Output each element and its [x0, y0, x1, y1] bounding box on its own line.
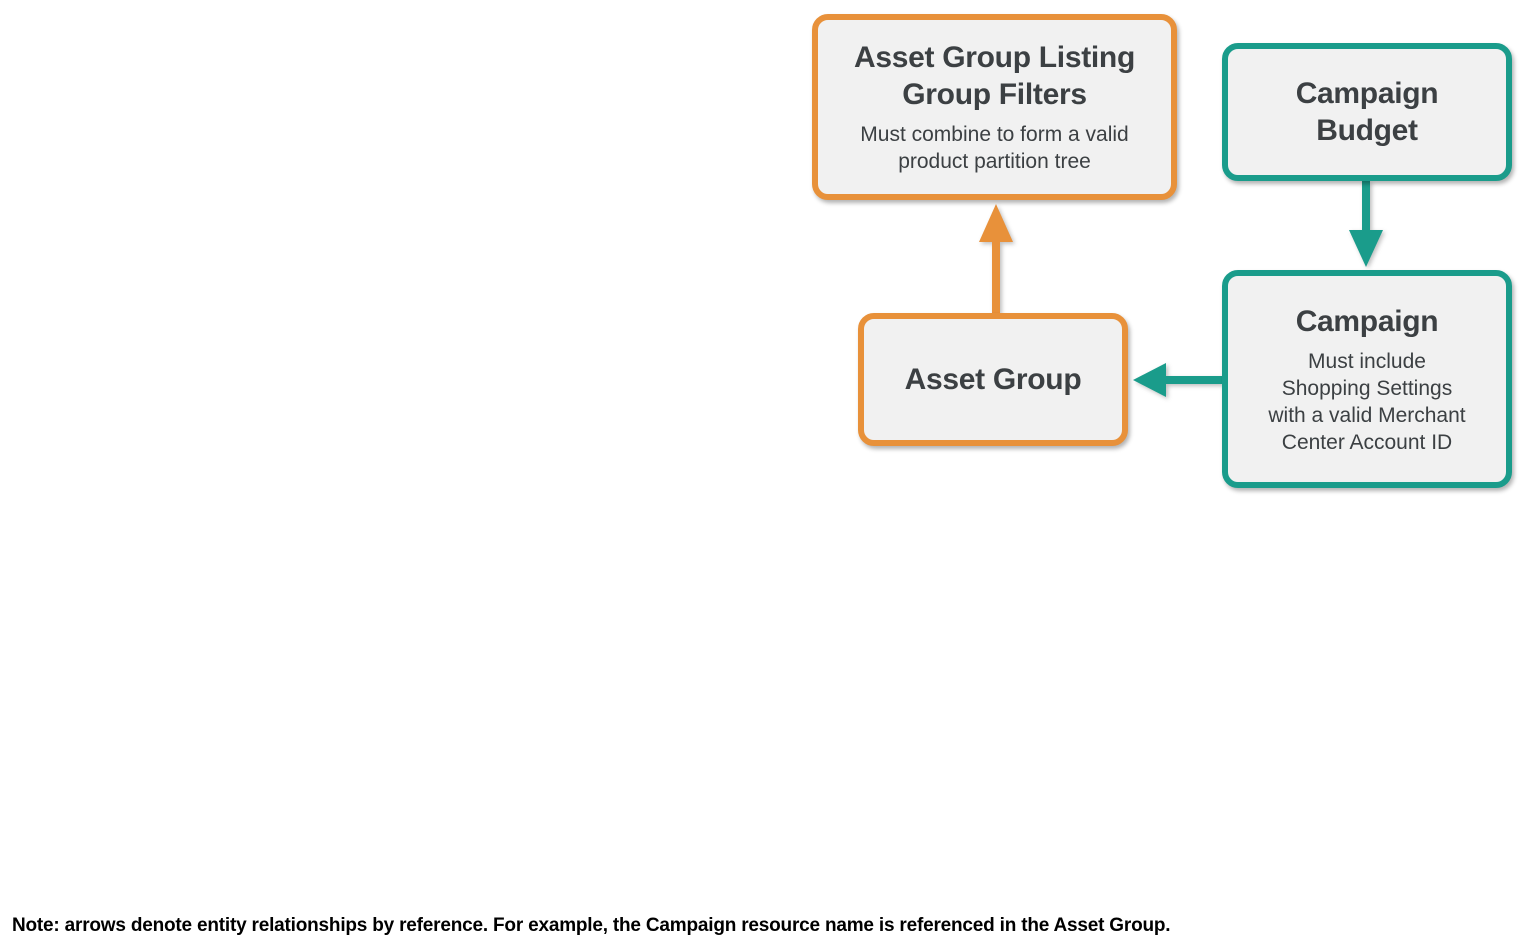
arrow-campaign-to-asset-group	[1133, 363, 1222, 397]
node-campaign: Campaign Must include Shopping Settings …	[1222, 270, 1512, 488]
arrow-head-down-icon	[1349, 230, 1383, 267]
arrow-head-left-icon	[1133, 363, 1166, 397]
arrow-head-up-icon	[979, 204, 1013, 242]
node-subtitle: Must combine to form a valid product par…	[860, 123, 1129, 173]
footnote: Note: arrows denote entity relationships…	[12, 915, 1171, 936]
arrow-asset-group-to-listing-filters	[979, 204, 1013, 313]
node-title: Campaign	[1295, 304, 1439, 338]
node-title: Campaign Budget	[1295, 77, 1439, 147]
node-asset-group: Asset Group	[858, 313, 1128, 446]
node-title: Asset Group Listing Group Filters	[854, 41, 1135, 111]
node-title: Asset Group	[904, 363, 1082, 396]
node-campaign-budget: Campaign Budget	[1222, 43, 1512, 181]
node-asset-group-listing-group-filters: Asset Group Listing Group Filters Must c…	[812, 14, 1177, 200]
arrow-budget-to-campaign	[1349, 181, 1383, 267]
node-subtitle: Must include Shopping Settings with a va…	[1268, 349, 1466, 454]
